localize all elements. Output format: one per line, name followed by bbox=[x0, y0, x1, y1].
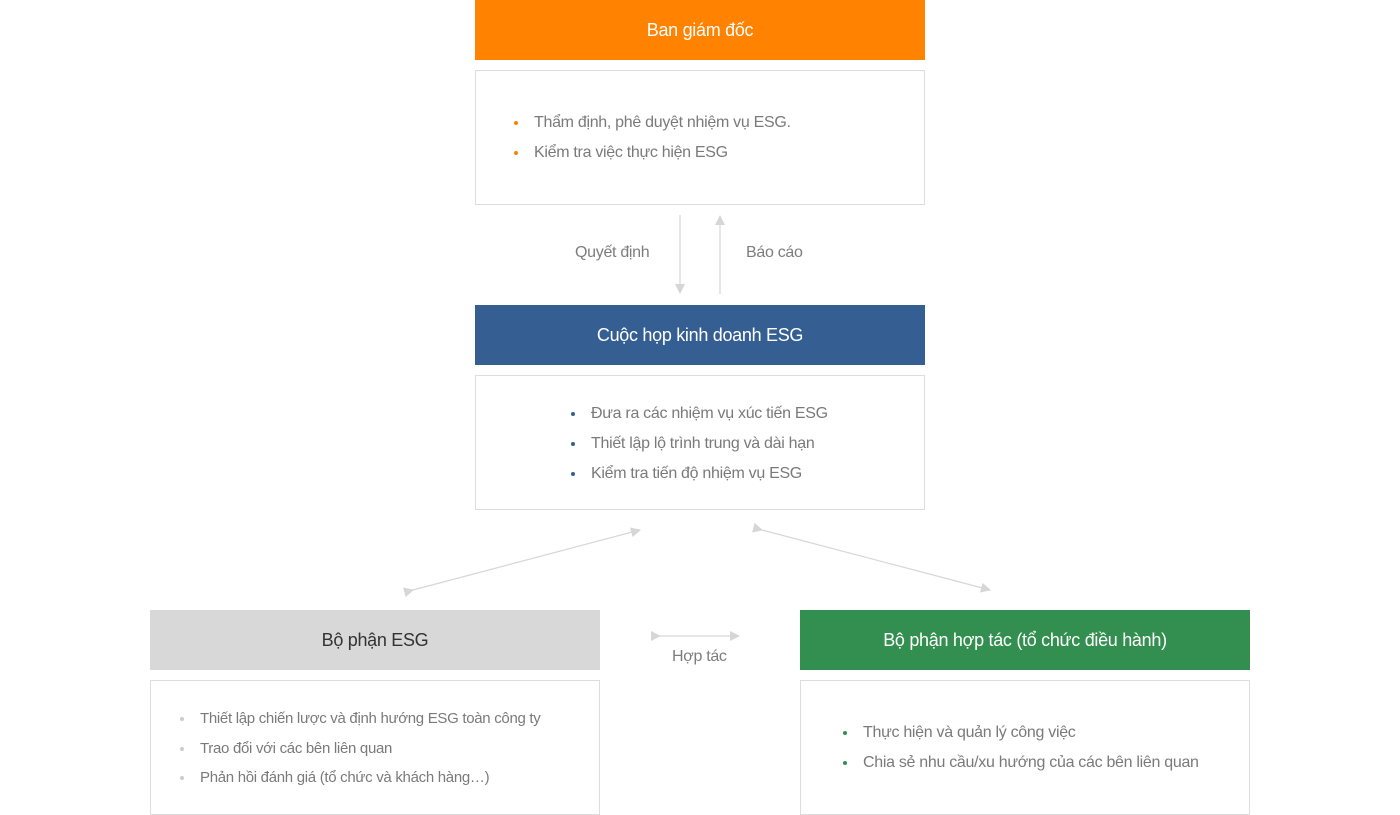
bullet-dot bbox=[571, 412, 575, 416]
list-item: Thẩm định, phê duyệt nhiệm vụ ESG. bbox=[514, 108, 924, 138]
bullet-dot bbox=[180, 717, 184, 721]
report-label: Báo cáo bbox=[746, 244, 803, 261]
cooperation-department-duties-list: Thực hiện và quản lý công việc Chia sẻ n… bbox=[843, 718, 1249, 778]
bullet-dot bbox=[180, 776, 184, 780]
list-item: Phản hồi đánh giá (tổ chức và khách hàng… bbox=[180, 763, 599, 793]
meeting-header: Cuộc họp kinh doanh ESG bbox=[475, 305, 925, 365]
list-item: Thực hiện và quản lý công việc bbox=[843, 718, 1249, 748]
cooperation-department-title: Bộ phận hợp tác (tổ chức điều hành) bbox=[883, 629, 1167, 650]
bullet-dot bbox=[571, 442, 575, 446]
cooperation-department-duties-box: Thực hiện và quản lý công việc Chia sẻ n… bbox=[800, 680, 1250, 815]
bullet-dot bbox=[843, 761, 847, 765]
board-header: Ban giám đốc bbox=[475, 0, 925, 60]
esg-department-duties-box: Thiết lập chiến lược và định hướng ESG t… bbox=[150, 680, 600, 815]
esg-department-header: Bộ phận ESG bbox=[150, 610, 600, 670]
board-duties-box: Thẩm định, phê duyệt nhiệm vụ ESG. Kiểm … bbox=[475, 70, 925, 205]
board-duties-list: Thẩm định, phê duyệt nhiệm vụ ESG. Kiểm … bbox=[514, 108, 924, 168]
list-item: Đưa ra các nhiệm vụ xúc tiến ESG bbox=[571, 399, 924, 429]
cooperation-department-header: Bộ phận hợp tác (tổ chức điều hành) bbox=[800, 610, 1250, 670]
cooperation-label: Hợp tác bbox=[672, 648, 727, 665]
bullet-dot bbox=[571, 472, 575, 476]
bullet-dot bbox=[180, 746, 184, 751]
list-item: Chia sẻ nhu cầu/xu hướng của các bên liê… bbox=[843, 748, 1249, 778]
list-item: Kiểm tra tiến độ nhiệm vụ ESG bbox=[571, 459, 924, 489]
list-item: Trao đổi với các bên liên quan bbox=[180, 734, 599, 764]
bullet-dot bbox=[514, 121, 518, 125]
esg-department-title: Bộ phận ESG bbox=[321, 629, 429, 650]
list-item: Thiết lập lộ trình trung và dài hạn bbox=[571, 429, 924, 459]
meeting-duties-box: Đưa ra các nhiệm vụ xúc tiến ESG Thiết l… bbox=[475, 375, 925, 510]
meeting-coop-dept-arrow bbox=[752, 522, 991, 593]
esg-department-duties-list: Thiết lập chiến lược và định hướng ESG t… bbox=[180, 704, 599, 793]
bullet-dot bbox=[843, 731, 847, 735]
meeting-title: Cuộc họp kinh doanh ESG bbox=[596, 324, 804, 345]
list-item: Thiết lập chiến lược và định hướng ESG t… bbox=[180, 704, 599, 734]
meeting-duties-list: Đưa ra các nhiệm vụ xúc tiến ESG Thiết l… bbox=[571, 399, 924, 489]
meeting-esg-dept-arrow bbox=[403, 527, 641, 598]
list-item: Kiểm tra việc thực hiện ESG bbox=[514, 138, 924, 168]
board-title: Ban giám đốc bbox=[646, 19, 754, 40]
decision-label: Quyết định bbox=[575, 244, 650, 261]
bullet-dot bbox=[514, 151, 518, 155]
